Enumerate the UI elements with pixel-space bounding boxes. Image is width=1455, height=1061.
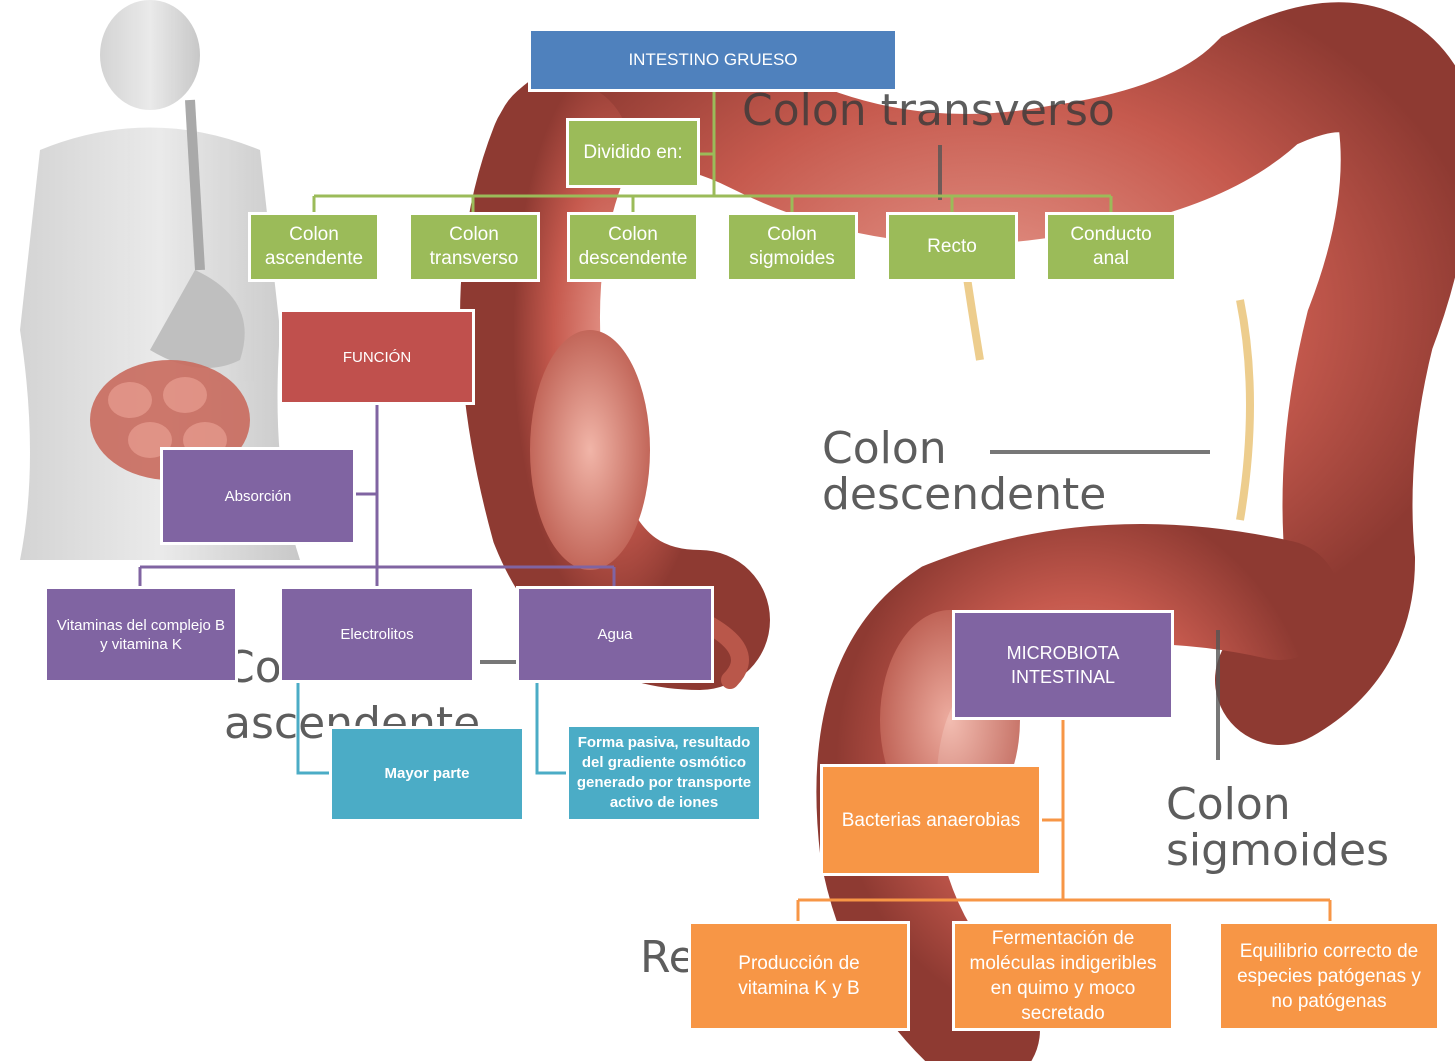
mayor-parte-text: Mayor parte: [384, 765, 470, 782]
agua-box: Agua: [516, 586, 714, 683]
forma-pasiva-box: Forma pasiva, resultado del gradiente os…: [566, 724, 762, 822]
absorcion-box: Absorción: [160, 447, 356, 545]
intestino-grueso-box: INTESTINO GRUESO: [528, 28, 898, 92]
electrolitos-text: Electrolitos: [340, 626, 414, 643]
part-colon-ascendente: Colon ascendente: [248, 212, 380, 282]
vitaminas-box: Vitaminas del complejo B y vitamina K: [44, 586, 238, 683]
forma-pasiva-text: Forma pasiva, resultado del gradiente os…: [576, 734, 752, 811]
microbiota-box: MICROBIOTA INTESTINAL: [952, 610, 1174, 720]
part-colon-sigmoides: Colon sigmoides: [726, 212, 858, 282]
equilibrio-box: Equilibrio correcto de especies patógena…: [1218, 921, 1440, 1031]
fermentacion-box: Fermentación de moléculas indigeribles e…: [952, 921, 1174, 1031]
fermentacion-text: Fermentación de moléculas indigeribles e…: [969, 928, 1157, 1024]
dividido-en-text: Dividido en:: [583, 142, 683, 163]
label-colon-sigmoides: Colon sigmoides: [1166, 779, 1390, 876]
intestino-grueso-text: INTESTINO GRUESO: [628, 50, 798, 69]
label-colon-descendente: Colon descendente: [822, 423, 1107, 520]
part-conducto-anal: Conducto anal: [1045, 212, 1177, 282]
equilibrio-text: Equilibrio correcto de especies patógena…: [1237, 940, 1421, 1012]
part-recto: Recto: [886, 212, 1018, 282]
funcion-box: FUNCIÓN: [279, 309, 475, 405]
electrolitos-box: Electrolitos: [279, 586, 475, 683]
absorcion-text: Absorción: [224, 487, 292, 505]
mayor-parte-box: Mayor parte: [329, 726, 525, 822]
part-colon-transverso: Colon transverso: [408, 212, 540, 282]
dividido-en-box: Dividido en:: [566, 118, 700, 188]
produccion-vitamina-box: Producción de vitamina K y B: [688, 921, 910, 1031]
funcion-text: FUNCIÓN: [342, 348, 412, 366]
agua-text: Agua: [597, 626, 633, 643]
bacterias-text: Bacterias anaerobias: [841, 809, 1021, 831]
part-colon-descendente: Colon descendente: [567, 212, 699, 282]
bacterias-box: Bacterias anaerobias: [820, 764, 1042, 876]
label-recto: Re: [640, 932, 696, 983]
label-colon-transverso: Colon transverso: [742, 85, 1115, 136]
